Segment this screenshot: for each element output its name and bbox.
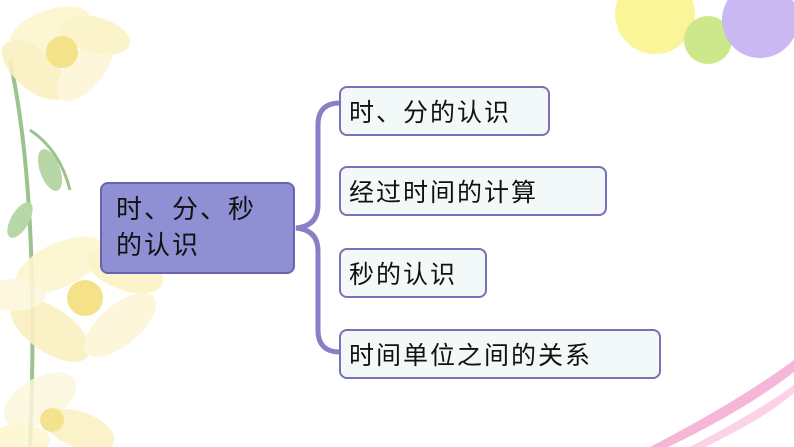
root-label-line2: 的认识 xyxy=(116,231,201,261)
child-node-label: 时间单位之间的关系 xyxy=(349,341,593,370)
child-node-label: 经过时间的计算 xyxy=(349,178,539,207)
green-ball-decoration xyxy=(684,16,732,64)
root-node: 时、分、秒 的认识 xyxy=(100,182,295,274)
child-node-3: 秒的认识 xyxy=(339,248,487,298)
root-label-line1: 时、分、秒 xyxy=(116,195,257,225)
yellow-ball-decoration xyxy=(615,0,695,54)
brace-connector xyxy=(295,100,343,355)
purple-ball-decoration xyxy=(722,0,794,58)
child-node-label: 时、分的认识 xyxy=(349,98,512,127)
flower-top-decoration xyxy=(1,6,131,102)
pink-swoosh-decoration-2 xyxy=(690,385,794,447)
flower-bottom-decoration xyxy=(0,372,115,447)
child-node-1: 时、分的认识 xyxy=(339,86,550,136)
child-node-2: 经过时间的计算 xyxy=(339,166,607,216)
child-node-4: 时间单位之间的关系 xyxy=(339,329,661,379)
child-node-label: 秒的认识 xyxy=(349,260,458,289)
